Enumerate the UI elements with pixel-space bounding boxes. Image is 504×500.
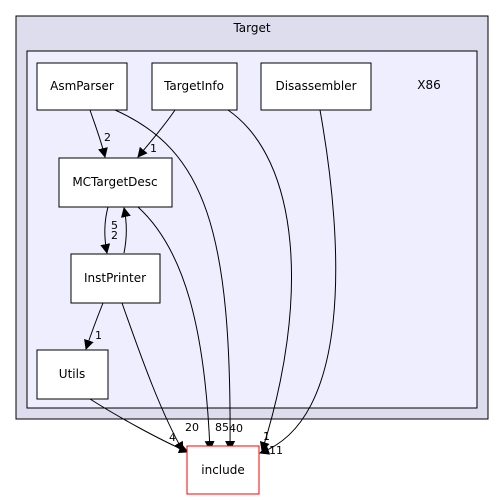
edge-mctargetdesc-include[interactable] bbox=[137, 206, 215, 451]
node-disassembler-label: Disassembler bbox=[275, 79, 356, 93]
edge-label-instprinter-mctargetdesc: 2 bbox=[111, 229, 118, 242]
node-targetinfo[interactable]: TargetInfo bbox=[151, 62, 238, 111]
node-disassembler[interactable]: Disassembler bbox=[260, 62, 372, 111]
node-mctargetdesc[interactable]: MCTargetDesc bbox=[58, 157, 173, 208]
edge-instprinter-mctargetdesc[interactable] bbox=[120, 207, 131, 254]
node-utils[interactable]: Utils bbox=[36, 349, 109, 400]
node-mctargetdesc-label: MCTargetDesc bbox=[72, 175, 157, 189]
node-asmparser-label: AsmParser bbox=[50, 79, 114, 93]
edge-targetinfo-mctargetdesc[interactable] bbox=[137, 109, 176, 158]
edge-label-instprinter-include: 20 bbox=[185, 421, 199, 434]
edge-instprinter-include[interactable] bbox=[121, 302, 184, 452]
node-include-label: include bbox=[201, 463, 244, 477]
node-asmparser[interactable]: AsmParser bbox=[36, 62, 128, 111]
edge-targetinfo-include[interactable] bbox=[227, 109, 293, 452]
target-cluster-label: Target bbox=[232, 21, 270, 35]
edge-label-utils-include: 4 bbox=[169, 431, 176, 444]
node-targetinfo-label: TargetInfo bbox=[163, 79, 224, 93]
x86-label[interactable]: X86 bbox=[417, 78, 441, 92]
edge-label-asmparser-include: 40 bbox=[229, 422, 243, 435]
edge-asmparser-include[interactable] bbox=[114, 109, 236, 451]
edge-label-mctargetdesc-include: 85 bbox=[215, 421, 229, 434]
edge-label-disassembler-include: 11 bbox=[269, 444, 283, 457]
edge-asmparser-mctargetdesc[interactable] bbox=[89, 109, 108, 158]
edges bbox=[84, 109, 337, 455]
edge-label-instprinter-utils: 1 bbox=[95, 329, 102, 342]
node-utils-label: Utils bbox=[59, 367, 85, 381]
node-instprinter[interactable]: InstPrinter bbox=[70, 253, 161, 304]
edge-label-targetinfo-mctargetdesc: 1 bbox=[150, 142, 157, 155]
edge-mctargetdesc-instprinter[interactable] bbox=[100, 206, 111, 254]
node-include[interactable]: include bbox=[186, 445, 260, 495]
edge-label-targetinfo-include: 1 bbox=[263, 430, 270, 443]
edge-label-asmparser-mctargetdesc: 2 bbox=[104, 131, 111, 144]
edge-disassembler-include[interactable] bbox=[259, 109, 337, 455]
node-instprinter-label: InstPrinter bbox=[84, 271, 146, 285]
edge-label-mctargetdesc-instprinter: 5 bbox=[111, 219, 118, 232]
edge-instprinter-utils[interactable] bbox=[84, 302, 104, 350]
edge-labels: 2 1 5 2 1 4 20 85 40 1 11 bbox=[95, 131, 283, 457]
